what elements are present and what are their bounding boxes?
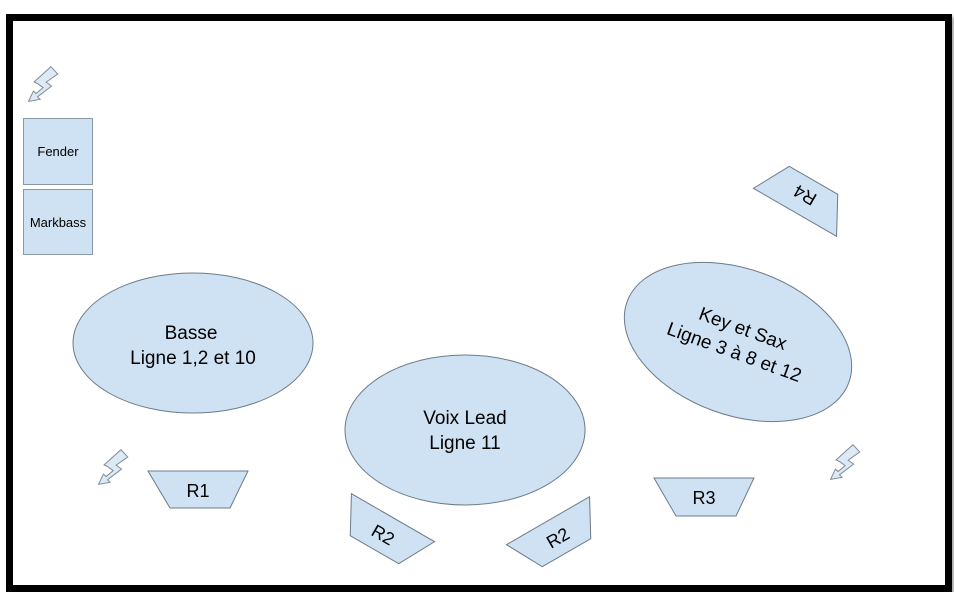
fender-amp-label: Fender: [37, 144, 79, 159]
monitor-r1: [147, 470, 249, 509]
voix-lead-title: Voix Lead: [423, 408, 506, 429]
markbass-amp: Markbass: [23, 189, 93, 255]
basse-zone-title: Basse: [165, 323, 218, 344]
monitor-r2-right: [505, 495, 592, 568]
voix-lead-lines: Ligne 11: [429, 433, 501, 454]
monitor-r2-left: [349, 492, 436, 565]
keys-sax-zone: [623, 261, 853, 423]
basse-zone-lines: Ligne 1,2 et 10: [130, 348, 256, 369]
monitor-r3-label: R3: [692, 488, 715, 508]
monitor-r3: [653, 477, 755, 517]
markbass-amp-label: Markbass: [29, 214, 87, 230]
monitor-r4: [752, 165, 839, 238]
lightning-bolt-icon: [830, 441, 862, 485]
voix-lead-zone: [344, 354, 586, 506]
lightning-bolt-icon: [98, 446, 130, 490]
monitor-r1-label: R1: [186, 481, 209, 501]
lightning-bolt-icon: [28, 63, 60, 107]
fender-amp: Fender: [23, 118, 93, 185]
basse-zone: [72, 272, 314, 414]
